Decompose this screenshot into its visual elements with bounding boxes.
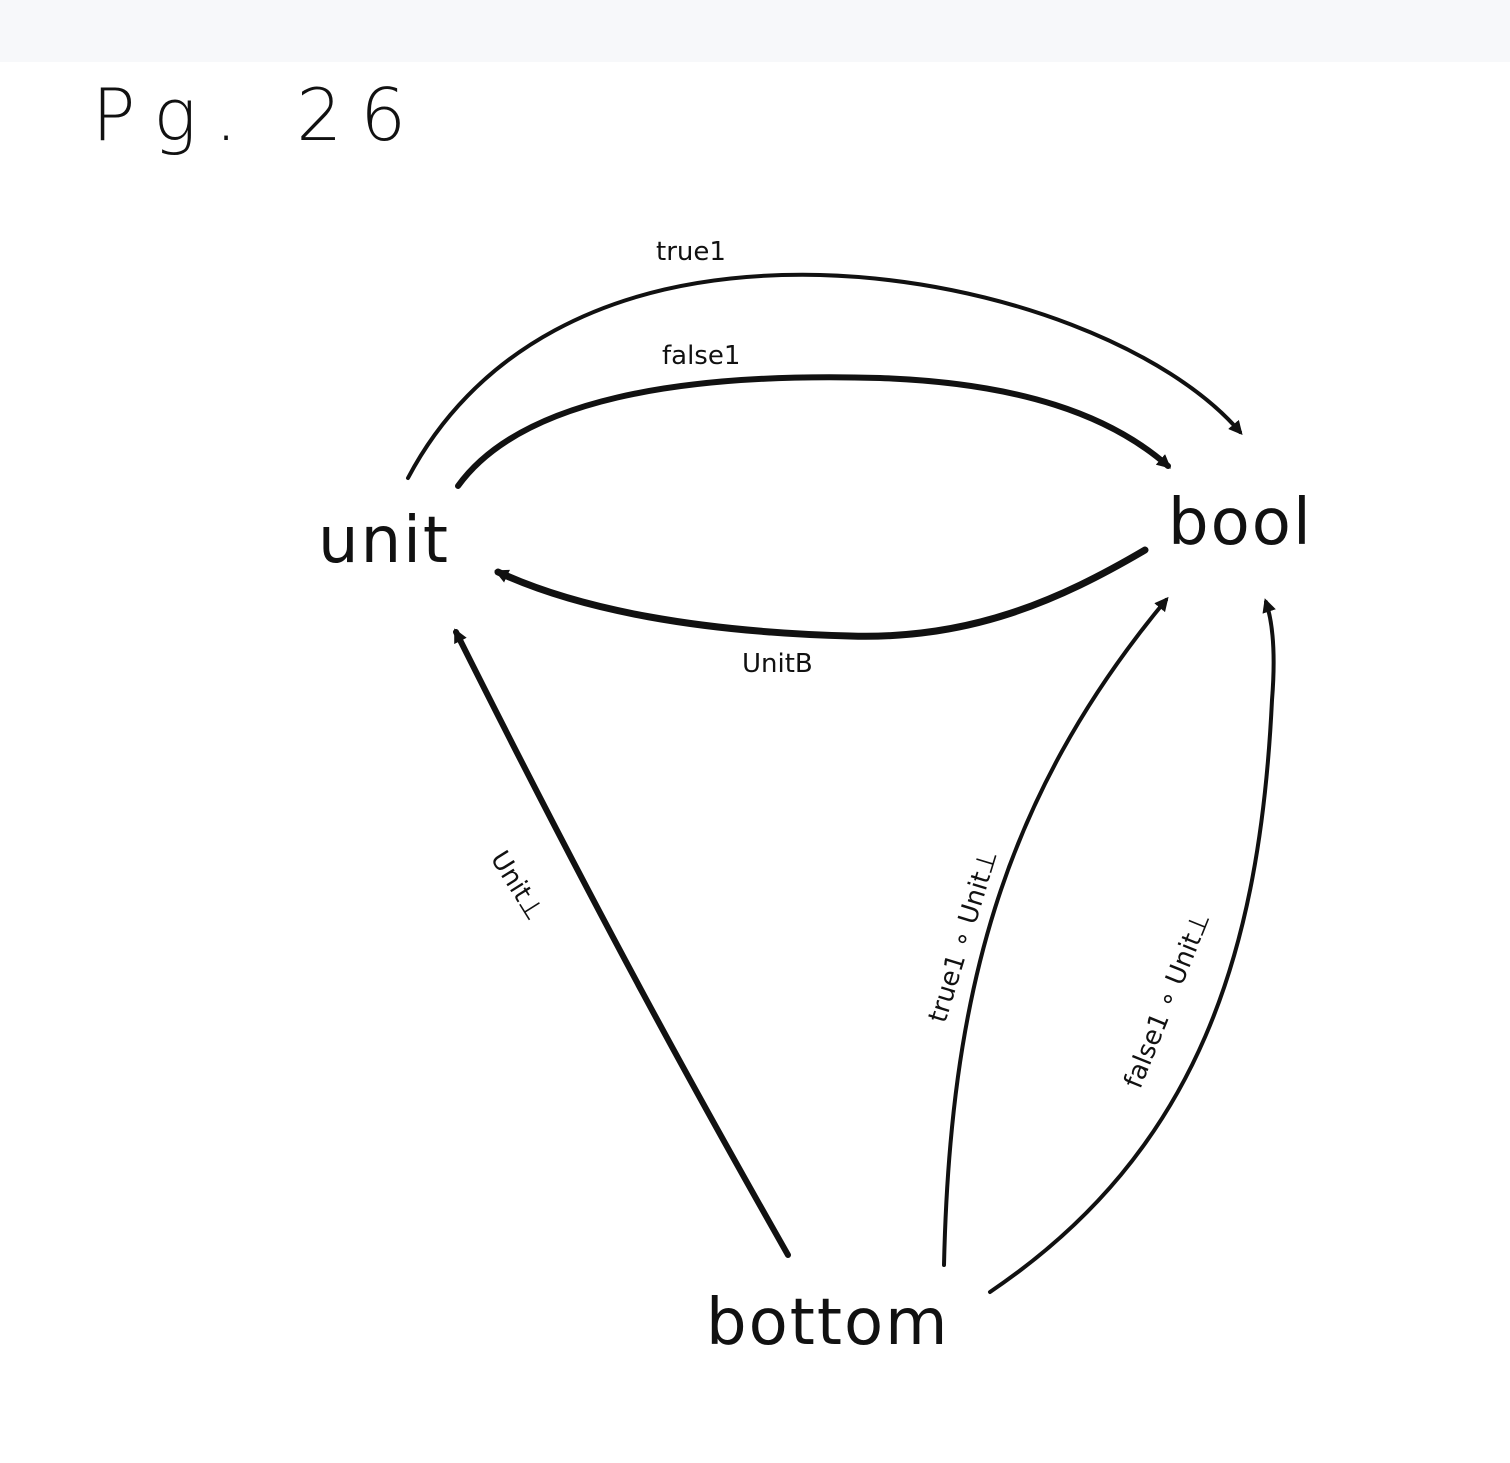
node-unit: unit: [318, 504, 450, 578]
edge-unit-bottom-line: [453, 628, 791, 1258]
node-bool: bool: [1168, 486, 1313, 560]
edge-false1-unit-bottom-line: [988, 598, 1276, 1294]
edge-true1-unit-bottom-line: [942, 596, 1169, 1267]
edge-unitB-line: [494, 546, 1149, 640]
edge-unit-bottom: Unit⊥: [453, 628, 791, 1258]
edge-unitB-label: UnitB: [742, 649, 813, 679]
edge-false1-unit-bottom-label: false1 ∘ Unit⊥: [1119, 908, 1217, 1092]
edge-false1: false1: [455, 341, 1172, 489]
edge-true1-label: true1: [656, 237, 726, 267]
edge-false1-line: [455, 374, 1172, 489]
node-bottom: bottom: [706, 1286, 949, 1360]
top-toolbar: [0, 0, 1510, 62]
page-label: Pg. 26: [92, 73, 424, 157]
edge-false1-label: false1: [662, 341, 740, 371]
edge-false1-unit-bottom: false1 ∘ Unit⊥: [988, 598, 1276, 1294]
edge-true1-unit-bottom-label: true1 ∘ Unit⊥: [923, 847, 1004, 1026]
edge-unitB: UnitB: [494, 546, 1149, 679]
edge-true1: true1: [406, 237, 1243, 480]
edge-unit-bottom-label: Unit⊥: [484, 846, 549, 926]
edge-true1-line: [406, 272, 1243, 480]
